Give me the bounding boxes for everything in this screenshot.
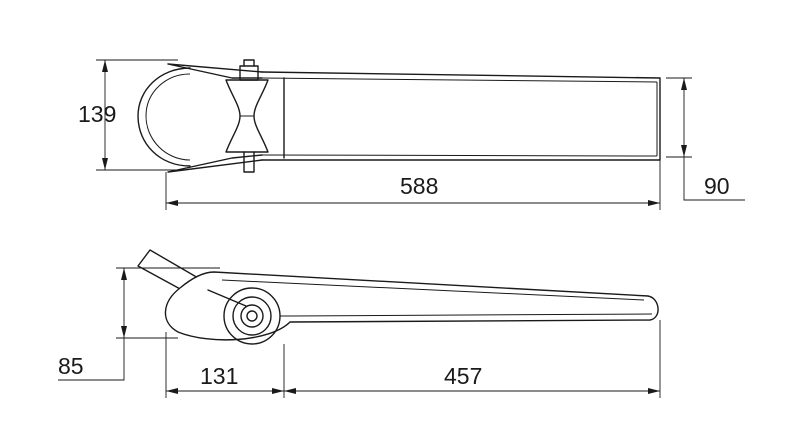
top-channel-body: [261, 71, 661, 161]
dim-139-arrow-bottom: [102, 158, 108, 170]
dim-139-arrow-top: [102, 60, 108, 72]
top-bow-curve-inner: [145, 73, 191, 161]
dim-139-extension: [96, 59, 178, 171]
top-bolt-shaft: [243, 59, 255, 173]
dim-139-label: 139: [78, 101, 116, 127]
dim-85-arrow-bottom: [121, 326, 127, 338]
side-body-upper-edge: [221, 279, 645, 301]
dim-90-extension: [666, 77, 745, 201]
top-front-flange-lower: [167, 154, 263, 173]
side-roller-hub: [240, 304, 264, 328]
side-guard-overlap: [207, 289, 247, 307]
dim-131-label: 131: [200, 363, 238, 389]
top-channel-inner-line: [261, 77, 658, 157]
dim-90-label: 90: [704, 173, 730, 199]
top-bolt-head: [239, 65, 259, 81]
top-front-flange-upper: [167, 63, 263, 79]
dim-588-arrow-right: [648, 200, 660, 206]
dim-131-arrow-left: [166, 388, 178, 394]
top-bow-curve: [137, 67, 191, 167]
dim-588-label: 588: [400, 173, 438, 199]
dim-457-extension: [284, 320, 661, 398]
dim-457-arrow-left: [284, 388, 296, 394]
dim-131-extension: [165, 332, 285, 398]
side-roller-axle: [246, 310, 258, 322]
dim-85-label: 85: [58, 353, 84, 379]
side-main-body: [164, 271, 659, 341]
dim-588-arrow-left: [166, 200, 178, 206]
dim-90-arrow-bottom: [681, 145, 687, 157]
dim-85-arrow-top: [121, 268, 127, 280]
dim-131-arrow-right: [272, 388, 284, 394]
top-roller: [225, 79, 269, 153]
side-view: 85 131 457: [58, 249, 661, 398]
top-view: 139 588 90: [78, 59, 745, 210]
dim-90-arrow-top: [681, 78, 687, 90]
side-roller-mid: [232, 296, 272, 336]
dim-457-label: 457: [444, 363, 482, 389]
side-body-lower-edge: [289, 313, 653, 317]
dim-588-extension: [165, 160, 661, 210]
dim-457-arrow-right: [648, 388, 660, 394]
dim-85-extension: [58, 267, 220, 381]
